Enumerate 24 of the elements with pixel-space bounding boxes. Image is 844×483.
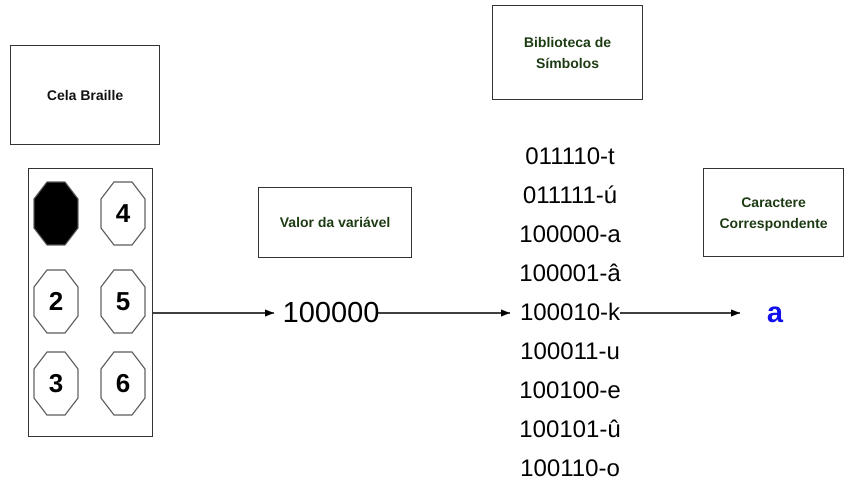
- dot-number: 2: [48, 286, 64, 317]
- dot-number: 4: [116, 198, 130, 229]
- dot-number: 6: [116, 368, 130, 399]
- label-box: Valor da variável: [258, 187, 412, 258]
- symbol-code: 100011-u: [519, 337, 621, 367]
- title-box: Cela Braille: [10, 45, 160, 145]
- character-text: a: [750, 293, 800, 333]
- symbol-code: 100001-â: [518, 259, 622, 289]
- symbol-code: 100010-k: [518, 298, 622, 328]
- symbol-code: 100101-û: [518, 415, 622, 445]
- symbol-code: 011110-t: [524, 142, 616, 172]
- arrow: [153, 309, 274, 317]
- braille-cell-box: [28, 168, 153, 437]
- label-box: Caractere Correspondente: [703, 168, 844, 257]
- symbol-code: 100100-e: [518, 376, 622, 406]
- dot-number: 5: [116, 286, 130, 317]
- symbol-code: 100000-a: [518, 220, 622, 250]
- label-box: Biblioteca de Símbolos: [492, 5, 643, 100]
- symbol-code: 011111-ú: [522, 181, 618, 211]
- arrow: [378, 309, 510, 317]
- dot-number: 3: [48, 368, 64, 399]
- symbol-code: 100110-o: [519, 454, 621, 483]
- value-text: 100000: [272, 293, 390, 333]
- arrow: [620, 309, 740, 317]
